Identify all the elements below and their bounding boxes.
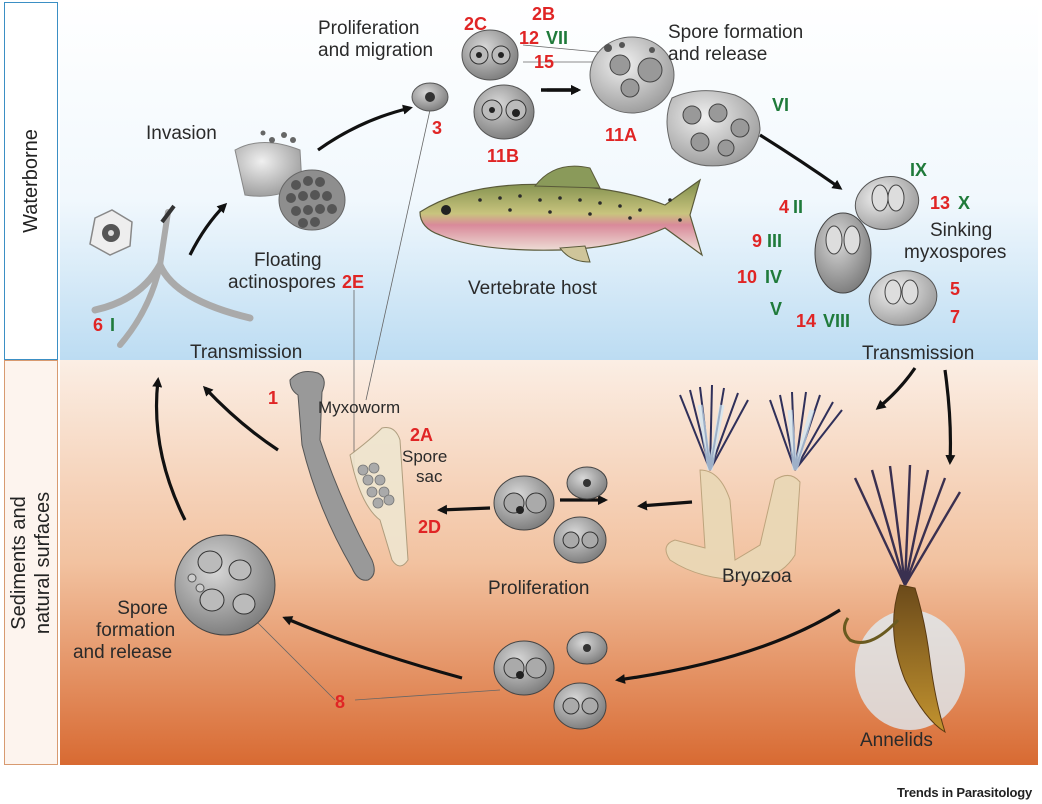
roman-VII: VII (546, 28, 569, 48)
proliferation-cells-annelid (493, 631, 608, 730)
zone-sediments-line1: Sediments and (8, 495, 31, 630)
reference-lines (254, 44, 600, 701)
label-spore-formation-top-line2: and release (668, 43, 768, 65)
proliferation-cells-top (411, 29, 535, 140)
myxospores-illustration (814, 176, 938, 326)
journal-credit: Trends in Parasitology (896, 785, 1032, 800)
label-spore-sac: Spore sac (402, 447, 447, 486)
label-floating-line2: actinospores (228, 271, 336, 293)
ref-11B: 11B (487, 146, 520, 166)
label-sinking-myxospores: Sinking myxospores (904, 220, 1006, 264)
roman-I: I (110, 315, 116, 335)
myxoworm-illustration (289, 371, 409, 581)
label-spore-formation-bottom: Spore formation and release (70, 598, 175, 664)
label-bryozoa: Bryozoa (722, 566, 792, 587)
roman-VIII: VIII (823, 311, 851, 331)
ref-5: 5 (950, 279, 961, 299)
ref-12: 12 (519, 28, 540, 48)
zone-waterborne-label: Waterborne (20, 129, 42, 233)
label-myxoworm: Myxoworm (318, 398, 401, 417)
label-proliferation-bottom: Proliferation (488, 578, 590, 599)
annelid-illustration (843, 464, 965, 734)
label-spore-formation-top: Spore formation and release (668, 22, 803, 66)
sporogony-cells-top (589, 36, 761, 167)
label-sinking-line2: myxospores (904, 241, 1007, 263)
label-spore-formation-bottom-line1: Spore (117, 598, 168, 619)
roman-X: X (958, 193, 971, 213)
ref-3: 3 (432, 118, 443, 138)
label-transmission-left: Transmission (190, 342, 303, 363)
label-proliferation-migration-line1: Proliferation (318, 18, 420, 39)
label-proliferation-migration-line2: and migration (318, 39, 434, 61)
label-spore-formation-bottom-line3: and release (72, 641, 173, 663)
ref-8: 8 (335, 692, 346, 712)
zone-sediments-line2: natural surfaces (32, 491, 55, 634)
ref-2E: 2E (342, 272, 365, 292)
label-floating-actinospores: Floating actinospores (228, 250, 336, 294)
ref-2D: 2D (418, 517, 442, 537)
pansporocyst-illustration (174, 534, 276, 636)
roman-II: II (793, 197, 804, 217)
label-spore-sac-line2: sac (416, 466, 443, 486)
ref-7: 7 (950, 307, 961, 327)
label-sinking-line1: Sinking (930, 220, 993, 241)
ref-2A: 2A (410, 425, 434, 445)
roman-III: III (767, 231, 783, 251)
label-spore-sac-line1: Spore (402, 447, 448, 466)
ref-11A: 11A (605, 125, 638, 145)
label-annelids: Annelids (860, 730, 933, 751)
ref-15: 15 (534, 52, 555, 72)
invasion-cell-cluster (286, 176, 337, 228)
cycle-arrows (152, 85, 956, 684)
roman-IV: IV (765, 267, 783, 287)
actinospore-illustration (89, 204, 254, 348)
ref-10: 10 (737, 267, 758, 287)
ref-2B: 2B (532, 4, 556, 24)
roman-VI: VI (772, 95, 790, 115)
label-floating-line1: Floating (254, 250, 322, 271)
label-spore-formation-bottom-line2: formation (96, 619, 176, 641)
ref-13: 13 (930, 193, 951, 213)
ref-14: 14 (796, 311, 817, 331)
label-proliferation-migration: Proliferation and migration (318, 18, 433, 62)
ref-2C: 2C (464, 14, 488, 34)
invasion-illustration (234, 130, 346, 231)
proliferation-cells-bottom (493, 466, 608, 564)
label-transmission-right: Transmission (862, 343, 975, 364)
ref-4: 4 (779, 197, 790, 217)
ref-9: 9 (752, 231, 763, 251)
trout-illustration (419, 165, 704, 263)
ref-6: 6 (93, 315, 104, 335)
roman-IX: IX (910, 160, 928, 180)
label-vertebrate-host: Vertebrate host (468, 278, 597, 299)
ref-1: 1 (268, 388, 279, 408)
roman-V: V (770, 299, 783, 319)
zone-waterborne: Waterborne (4, 2, 58, 360)
label-invasion: Invasion (146, 123, 217, 144)
label-spore-formation-top-line1: Spore formation (668, 22, 804, 43)
bryozoa-illustration (665, 384, 843, 581)
